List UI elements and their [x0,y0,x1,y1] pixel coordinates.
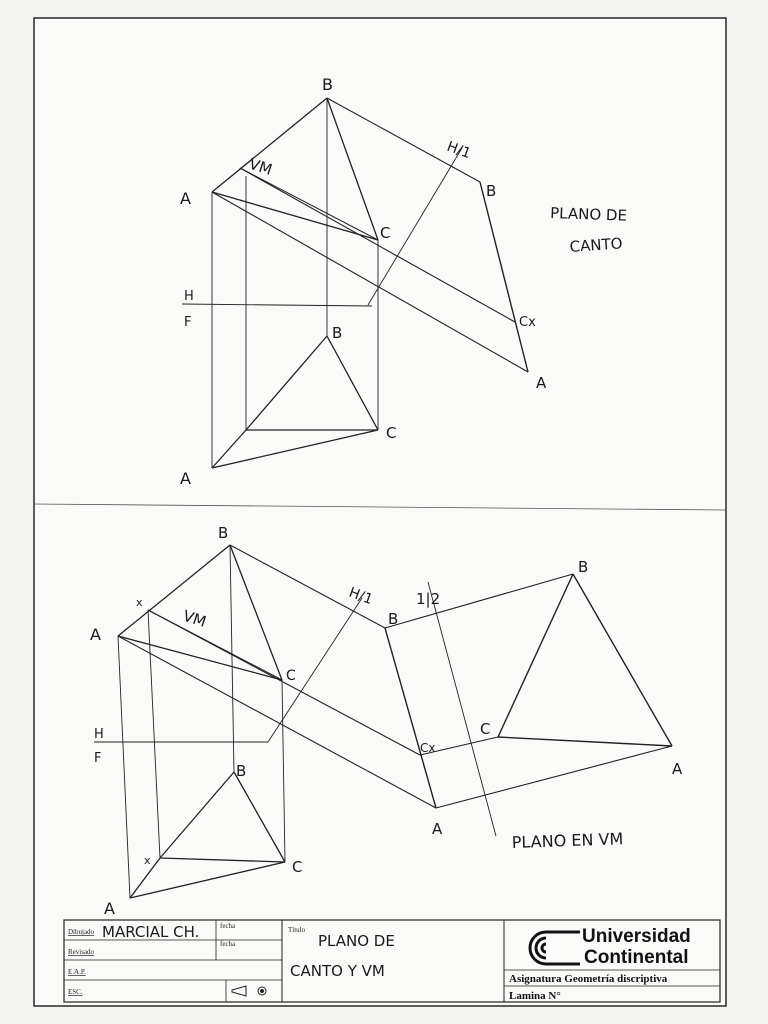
title-block-frame [63,919,721,1003]
projector-b-aux2 [384,573,574,629]
label-b-mid-bottom: B [388,610,398,628]
vertical-projector-x-bottom [147,609,161,859]
sheet-border [33,17,727,1007]
label-a-top: A [180,189,191,208]
edge-view-line-top [479,181,529,373]
label-h1-top: H/1 [445,139,473,162]
label-f-top: F [184,315,191,330]
edge-a-c-front-top [211,429,379,469]
vertical-projector-b-bottom [229,544,235,773]
label-b-top: B [322,75,333,94]
title-block-text: Dibujado MARCIAL CH. fecha Revisado fech… [68,922,691,1002]
title-block [63,919,721,1003]
edge-a-b-top [211,97,328,193]
fecha-label-1: fecha [220,922,236,930]
label-f-bottom: F [94,751,101,766]
label-c-top-bottom: C [286,668,296,684]
edge-b-c-front-bottom [233,771,286,863]
projector-a-bottom [117,635,437,809]
projector-c-bottom [147,609,421,756]
edge-a-c-top [211,191,379,241]
vertical-projector-a-bottom [117,635,131,899]
label-a-right-top: A [536,374,547,392]
label-x-front-bottom: x [144,854,151,867]
top-diagram [181,97,529,469]
projector-b-bottom [229,544,386,629]
projector-a-top [211,191,529,373]
titulo-line1: PLANO DE [318,932,395,950]
asignatura-text: Asignatura Geometría discriptiva [509,973,668,985]
revisado-label: Revisado [68,948,95,956]
label-c-top: C [380,224,390,242]
label-b-right-top: B [486,182,496,200]
projector-c-top [239,167,516,323]
label-cx-mid-bottom: Cx [420,741,435,755]
sheet-divider [33,503,727,511]
label-h1-bottom: H/1 [347,585,375,608]
fecha-label-2: fecha [220,940,236,948]
vertical-projector-c-bottom [281,679,286,863]
projector-a-aux2 [435,745,673,809]
label-a-top-bottom: A [90,625,101,644]
label-a-front-bottom: A [104,899,115,918]
edge-b-c-top [326,97,379,241]
university-logo-icon [528,930,580,966]
projector-c-aux2 [419,736,499,756]
fold-line-h1-top [367,147,463,306]
label-12-bottom: 1|2 [416,590,440,608]
true-shape-b-c [497,573,574,738]
fold-line-hf-top [181,303,373,307]
label-b-front-top: B [332,324,342,342]
edge-b-x-front-top [245,335,328,431]
university-name-line2: Continental [584,947,689,968]
bottom-diagram [94,544,673,899]
label-c-far-bottom: C [480,720,490,738]
true-length-line-top [239,167,379,241]
dibujado-value: MARCIAL CH. [102,923,199,941]
title-line2-top: CANTO [569,234,623,256]
dibujado-label: Dibujado [68,928,95,936]
projector-b-top [326,97,481,183]
esc-label: ESC. [68,988,83,996]
edge-b-c-bottom [229,544,283,681]
fold-line-12-bottom [427,581,497,837]
label-b-far-bottom: B [578,558,588,576]
true-shape-b-a [572,573,673,747]
label-c-front-top: C [386,424,396,442]
titulo-line2: CANTO Y VM [290,962,385,980]
edge-view-line-bottom [384,627,437,809]
label-h-bottom: H [94,727,104,742]
label-b-front-bottom: B [236,762,246,780]
edge-a-x-front-top [211,429,247,469]
edge-x-c-front-bottom [159,857,286,863]
label-c-front-bottom: C [292,858,302,876]
edge-b-x-front-bottom [159,771,235,859]
projection-symbol-icon [231,985,267,997]
bottom-diagram-labels: B x VM A C H/1 B 1|2 B Cx C A A H F B x … [90,524,683,918]
edge-a-c-front-bottom [129,861,286,899]
title-line1-top: PLANO DE [550,204,627,225]
label-a-mid-bottom: A [432,820,443,838]
eap-label: E.A.P. [68,968,86,976]
label-a-far-bottom: A [672,760,683,778]
label-c-right-top: Cx [519,315,536,330]
label-b-top-bottom: B [218,524,228,542]
true-shape-c-a [497,736,673,747]
edge-a-b-bottom [117,544,231,637]
fold-line-h1-bottom [267,597,363,743]
label-a-front-top: A [180,469,191,488]
title-plano-en-vm: PLANO EN VM [511,829,623,852]
lamina-text: Lamina N° [509,990,561,1002]
label-x-top-bottom: x [136,596,143,609]
edge-a-x-front-bottom [129,857,161,899]
university-name-line1: Universidad [582,926,691,947]
label-h-top: H [184,289,194,304]
titulo-label: Título [288,926,306,934]
edge-b-c-front-top [326,335,379,431]
edge-a-c-bottom [117,635,283,681]
